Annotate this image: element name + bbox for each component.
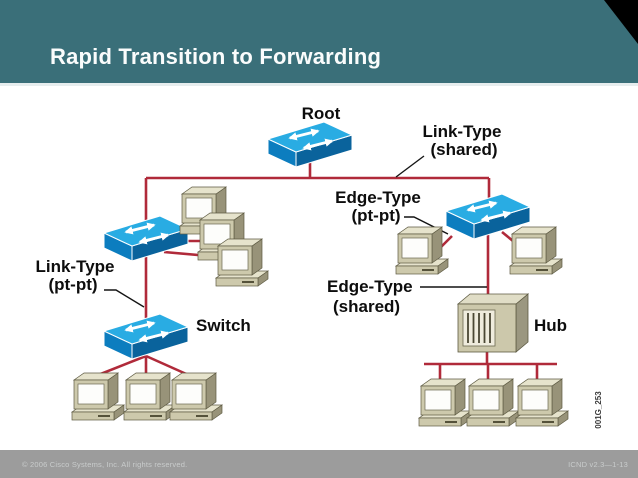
callout-link-shared: [395, 155, 425, 178]
pc-icon: [395, 226, 449, 275]
pc-icon: [466, 378, 520, 427]
pc-icon: [509, 226, 563, 275]
link-type-ptpt-label-line1: Link-Type: [35, 257, 114, 276]
root-switch-icon: [268, 122, 352, 167]
lower-left-switch-icon: [104, 314, 188, 359]
figure-id-watermark: 001G_253: [594, 391, 603, 429]
edge-type-shared-label-line1: Edge-Type: [327, 277, 413, 296]
pc-icon: [215, 238, 269, 287]
link-type-shared-label-line2: (shared): [430, 140, 497, 159]
hub-label: Hub: [534, 316, 567, 335]
slide-number-text: ICND v2.3—1-13: [568, 459, 628, 469]
root-label: Root: [302, 104, 341, 123]
hub-icon: [457, 293, 529, 353]
pc-icon: [169, 372, 223, 421]
slide-title: Rapid Transition to Forwarding: [50, 44, 382, 69]
edge-type-ptpt-label-line2: (pt-pt): [351, 206, 400, 225]
pc-icon: [418, 378, 472, 427]
edge-type-ptpt-label-line1: Edge-Type: [335, 188, 421, 207]
pc-icon: [515, 378, 569, 427]
switch-label: Switch: [196, 316, 251, 335]
callout-link-ptpt: [104, 289, 145, 308]
link-type-shared-label-line1: Link-Type: [422, 122, 501, 141]
edge-type-shared-label-line2: (shared): [333, 297, 400, 316]
copyright-text: © 2006 Cisco Systems, Inc. All rights re…: [22, 459, 188, 469]
slide-footer: © 2006 Cisco Systems, Inc. All rights re…: [0, 450, 638, 478]
pc-icon: [123, 372, 177, 421]
pc-icon: [71, 372, 125, 421]
link-type-ptpt-label-line2: (pt-pt): [48, 275, 97, 294]
slide-header: Rapid Transition to Forwarding: [0, 0, 638, 86]
network-diagram: Root Link-Type (shared) Edge-Type (pt-pt…: [35, 104, 603, 429]
